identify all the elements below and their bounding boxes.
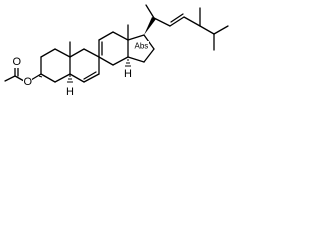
- h5-label: H: [66, 86, 74, 98]
- c17-wedge-bond: [144, 17, 156, 35]
- abs-stereo-label: Abs: [135, 42, 149, 51]
- hashed-bond-5: [67, 75, 73, 83]
- ring-b: [69, 48, 100, 83]
- ester-bond-1: [14, 75, 25, 82]
- carbonyl-oxygen-label: O: [13, 56, 22, 68]
- double-bond-22-23: [170, 13, 184, 23]
- methyl-bond: [4, 75, 16, 82]
- ester-oxygen-label: O: [24, 76, 33, 88]
- side-chain: [144, 4, 229, 51]
- ring-c: [98, 31, 129, 66]
- h14-label: H: [124, 68, 132, 80]
- steroid-structure-diagram: O O: [4, 4, 229, 98]
- acetate-group: O O: [4, 56, 42, 88]
- hashed-bond-3: [38, 75, 43, 78]
- hashed-bond-14: [125, 59, 131, 67]
- ring-a: [40, 48, 71, 83]
- double-bond-7-8: [83, 71, 97, 80]
- ester-bond-2: [30, 73, 42, 81]
